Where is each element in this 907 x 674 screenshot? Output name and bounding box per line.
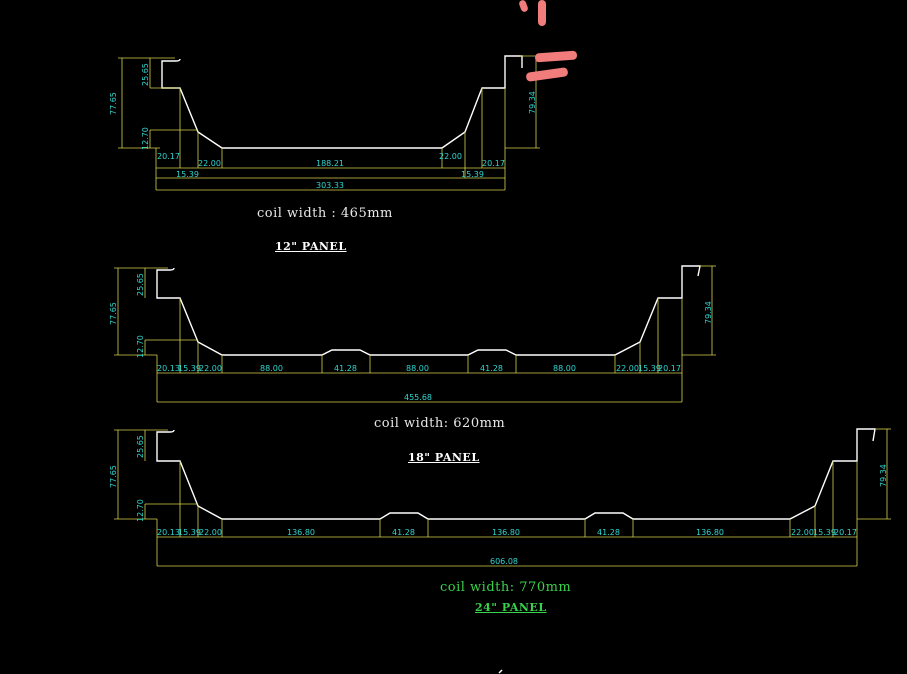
coil-width-18: coil width: 620mm (374, 416, 506, 431)
dim-center: 188.21 (316, 159, 344, 168)
dim-height-top: 25.65 (136, 435, 145, 458)
dim-left-s: 15.39 (178, 528, 201, 537)
dim-rib2: 41.28 (480, 364, 503, 373)
dim-left-b: 22.00 (199, 364, 222, 373)
dim-right-a: 20.17 (834, 528, 857, 537)
dim-left-s: 15.39 (178, 364, 201, 373)
dim-height-total: 77.65 (109, 92, 118, 115)
panel-12-drawing: 77.65 25.65 12.70 79.34 20.17 22.00 188.… (109, 55, 540, 191)
coil-width-12: coil width : 465mm (257, 206, 393, 221)
dim-height-right: 79.34 (528, 91, 537, 114)
dim-seg1: 88.00 (260, 364, 283, 373)
dim-height-total: 77.65 (109, 302, 118, 325)
dim-height-right: 79.34 (879, 464, 888, 487)
dim-seg2: 136.80 (492, 528, 520, 537)
panel-18-dimension-texts: 77.65 25.65 12.70 79.34 20.13 15.39 22.0… (109, 273, 713, 402)
dim-right-s: 15.39 (813, 528, 836, 537)
dim-seg2: 88.00 (406, 364, 429, 373)
dim-height-bottom: 12.70 (136, 335, 145, 358)
annotation-mark-vertical (538, 0, 546, 26)
panel-12-profile (161, 55, 523, 149)
dim-right-a: 20.17 (658, 364, 681, 373)
panel-12-dimension-texts: 77.65 25.65 12.70 79.34 20.17 22.00 188.… (109, 63, 537, 190)
dim-height-top: 25.65 (136, 273, 145, 296)
dim-seg3: 136.80 (696, 528, 724, 537)
dim-right-s: 15.39 (638, 364, 661, 373)
panel-label-18: 18" PANEL (408, 451, 480, 464)
panel-18-hem-hook (169, 267, 175, 271)
panel-18-dimension-lines (114, 265, 716, 403)
dim-rib1: 41.28 (334, 364, 357, 373)
dim-height-right: 79.34 (704, 301, 713, 324)
dim-left-a: 20.13 (157, 528, 180, 537)
dim-height-bottom: 12.70 (136, 499, 145, 522)
panel-24-dimension-lines (114, 428, 891, 567)
dim-left-a: 20.17 (157, 152, 180, 161)
dim-left-a: 20.13 (157, 364, 180, 373)
dim-right-a: 20.17 (482, 159, 505, 168)
panel-24-hem-hook (169, 429, 175, 433)
dim-right-b: 22.00 (616, 364, 639, 373)
panel-label-12: 12" PANEL (275, 240, 347, 253)
dim-slope-left: 15.39 (176, 170, 199, 179)
dim-slope-right: 15.39 (461, 170, 484, 179)
dim-seg1: 136.80 (287, 528, 315, 537)
dim-height-total: 77.65 (109, 465, 118, 488)
panel-12-hem-hook (175, 58, 181, 62)
dim-rib1: 41.28 (392, 528, 415, 537)
panel-24-profile (156, 428, 876, 520)
dim-overall: 455.68 (404, 393, 432, 402)
panel-18-profile (156, 265, 701, 356)
panel-24-drawing: 77.65 25.65 12.70 79.34 20.13 15.39 22.0… (109, 428, 891, 567)
dim-rib2: 41.28 (597, 528, 620, 537)
cursor-mark (498, 669, 503, 674)
panel-24-dimension-texts: 77.65 25.65 12.70 79.34 20.13 15.39 22.0… (109, 435, 888, 566)
dim-right-b: 22.00 (791, 528, 814, 537)
dim-right-b: 22.00 (439, 152, 462, 161)
dim-seg3: 88.00 (553, 364, 576, 373)
coil-width-24: coil width: 770mm (440, 580, 572, 595)
dim-height-bottom: 12.70 (141, 127, 150, 150)
dim-overall: 303.33 (316, 181, 344, 190)
dim-left-b: 22.00 (199, 528, 222, 537)
dim-overall: 606.08 (490, 557, 518, 566)
panel-18-drawing: 77.65 25.65 12.70 79.34 20.13 15.39 22.0… (109, 265, 716, 403)
panel-label-24: 24" PANEL (475, 601, 547, 614)
panel-12-dimension-lines (118, 55, 540, 191)
dim-height-top: 25.65 (141, 63, 150, 86)
dim-left-b: 22.00 (198, 159, 221, 168)
